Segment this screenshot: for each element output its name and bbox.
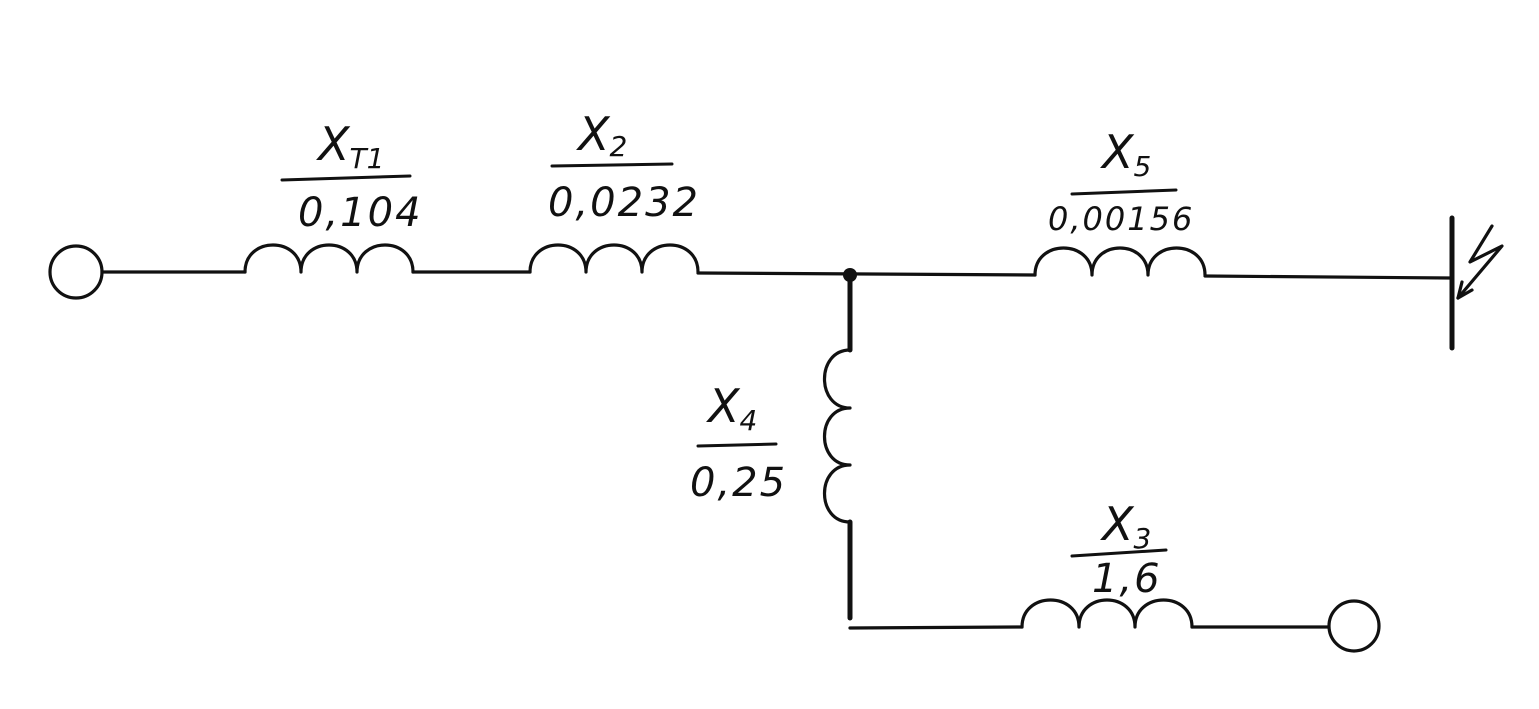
inductor-x3 xyxy=(1020,598,1194,629)
svg-text:X5: X5 xyxy=(1100,125,1151,183)
wire-to-x3 xyxy=(848,625,1024,630)
wire-x2-to-x5 xyxy=(696,271,1037,277)
source-terminal-icon xyxy=(48,244,104,300)
inductor-x5 xyxy=(1033,246,1207,277)
label-xt1-value: 0,104 xyxy=(298,190,423,236)
inductor-x2 xyxy=(528,243,700,274)
label-x3-value: 1,6 xyxy=(1092,556,1162,602)
label-x2: X2 0,0232 xyxy=(548,107,700,226)
wire-x5-to-fault xyxy=(1203,274,1452,280)
label-x4-value: 0,25 xyxy=(690,460,787,506)
inductor-xt1 xyxy=(243,243,415,274)
label-x3: X3 1,6 xyxy=(1070,497,1168,602)
label-x5-symbol: X xyxy=(1100,125,1135,179)
svg-text:XT1: XT1 xyxy=(316,117,384,175)
label-x5: X5 0,00156 xyxy=(1048,125,1194,238)
label-x4: X4 0,25 xyxy=(690,379,787,506)
label-x5-value: 0,00156 xyxy=(1048,200,1194,238)
label-x3-subscript: 3 xyxy=(1134,522,1152,555)
svg-text:X4: X4 xyxy=(706,379,757,437)
label-x3-symbol: X xyxy=(1100,497,1135,551)
svg-text:X3: X3 xyxy=(1100,497,1151,555)
short-circuit-fault-icon xyxy=(1449,215,1504,351)
inductor-x4 xyxy=(822,348,852,524)
label-x2-value: 0,0232 xyxy=(548,180,700,226)
label-x2-symbol: X xyxy=(576,107,611,161)
label-x5-subscript: 5 xyxy=(1134,150,1152,183)
output-terminal-icon xyxy=(1327,599,1381,653)
label-x4-symbol: X xyxy=(706,379,741,433)
label-x4-subscript: 4 xyxy=(740,404,758,437)
label-xt1-symbol: X xyxy=(316,117,351,171)
junction-node xyxy=(843,268,857,282)
label-x2-subscript: 2 xyxy=(610,130,628,163)
label-xt1-subscript: T1 xyxy=(350,142,385,175)
label-xt1: XT1 0,104 xyxy=(280,117,423,236)
svg-text:X2: X2 xyxy=(576,107,627,163)
